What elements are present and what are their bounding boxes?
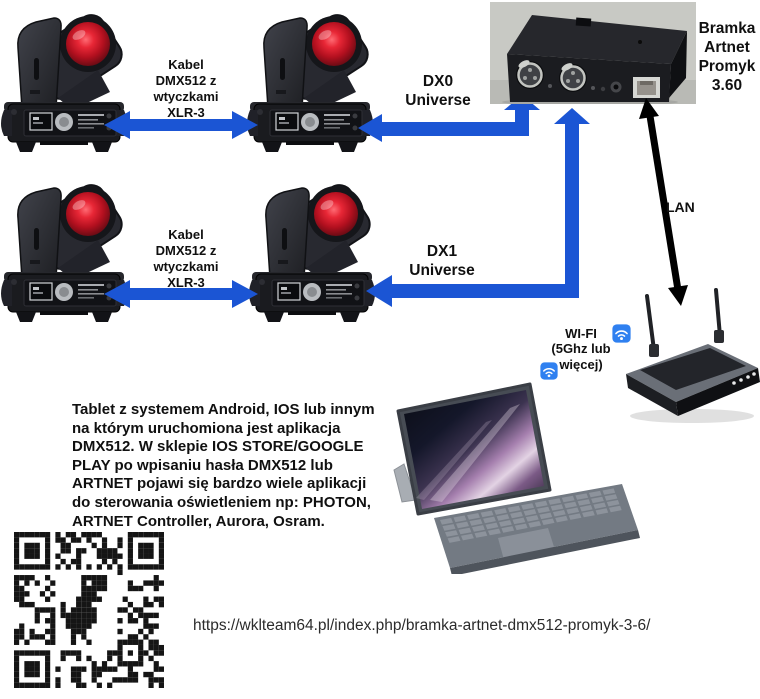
keyboard-keys [440, 488, 622, 543]
artnet-gateway-photo [490, 2, 696, 104]
cable-label-row1: Kabel DMX512 z wtyczkami XLR-3 [153, 57, 219, 120]
xlr-connector-1 [516, 60, 544, 89]
moving-head-fixture-4 [248, 172, 376, 325]
dmx-arrow-row2 [104, 280, 258, 308]
tablet-screen [404, 390, 544, 509]
lan-label: LAN [666, 199, 695, 215]
ethernet-port [633, 77, 660, 98]
moving-head-fixture-2 [246, 2, 374, 155]
power-jack [610, 81, 622, 93]
dx1-universe-label: DX1 Universe [409, 243, 475, 279]
wifi-router-photo [626, 288, 760, 423]
gateway-label: Bramka Artnet Promyk 3.60 [698, 20, 756, 94]
dmx-arrow-row1 [104, 111, 258, 139]
website-url: https://wklteam64.pl/index.php/bramka-ar… [193, 617, 651, 634]
dx0-universe-label: DX0 Universe [405, 73, 471, 109]
qr-code [14, 532, 164, 688]
cable-label-row2: Kabel DMX512 z wtyczkami XLR-3 [153, 227, 219, 290]
xlr-connector-2 [559, 63, 587, 92]
dx1-arrow [366, 108, 590, 307]
description-text: Tablet z systemem Android, IOS lub innym… [72, 401, 375, 530]
tablet-photo [393, 382, 640, 574]
wifi-label: WI-FI (5Ghz lub więcej) [551, 326, 611, 372]
wifi-icon [612, 324, 631, 343]
router-antenna [645, 288, 724, 357]
lan-arrow [639, 98, 688, 306]
